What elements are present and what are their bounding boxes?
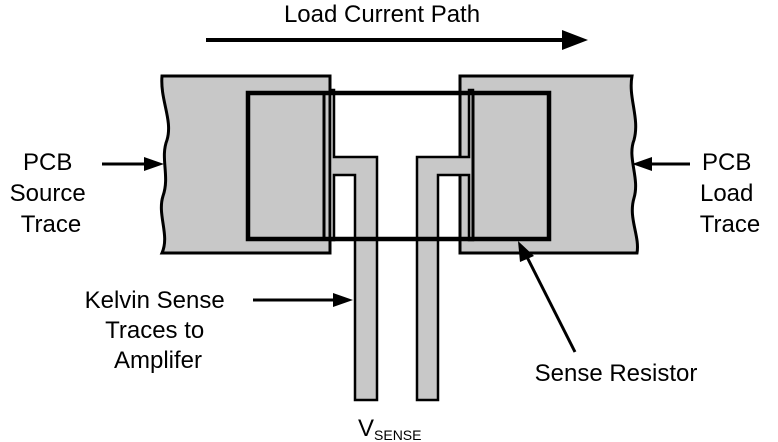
load-current-path-label: Load Current Path bbox=[284, 1, 480, 28]
sense-resistor-label: Sense Resistor bbox=[535, 360, 698, 387]
kelvin-sense-trace-left bbox=[328, 88, 379, 402]
pcb-source-trace bbox=[159, 74, 332, 255]
pcb-load-line-1: PCB bbox=[702, 149, 751, 176]
kelvin-sense-label: Kelvin Sense Traces to Amplifer bbox=[85, 287, 232, 374]
sense-resistor-pointer bbox=[525, 256, 577, 353]
vsense-subscript: SENSE bbox=[374, 427, 421, 442]
pcb-load-line-3: Trace bbox=[700, 211, 760, 238]
pcb-source-trace-label: PCB Source Trace bbox=[10, 149, 93, 238]
kelvin-sense-line-3: Amplifer bbox=[114, 347, 202, 374]
kelvin-sense-line-2: Traces to bbox=[105, 317, 204, 344]
pcb-source-trace-arrowhead bbox=[144, 157, 164, 171]
load-current-path-arrowhead bbox=[562, 30, 588, 50]
pcb-source-line-1: PCB bbox=[23, 149, 72, 176]
vsense-main: V bbox=[358, 415, 374, 442]
kelvin-sense-line-1: Kelvin Sense bbox=[85, 287, 225, 314]
pcb-load-line-2: Load bbox=[700, 180, 753, 207]
sense-resistor-body bbox=[245, 90, 552, 242]
pcb-load-trace-arrowhead bbox=[632, 157, 652, 171]
vsense-label: VSENSE bbox=[358, 415, 421, 442]
pcb-source-line-2: Source bbox=[10, 180, 86, 207]
pcb-load-trace-label: PCB Load Trace bbox=[700, 149, 760, 238]
sense-resistor-pointer-arrowhead bbox=[518, 241, 534, 262]
kelvin-sense-arrowhead bbox=[333, 293, 353, 307]
pcb-source-line-3: Trace bbox=[21, 211, 81, 238]
